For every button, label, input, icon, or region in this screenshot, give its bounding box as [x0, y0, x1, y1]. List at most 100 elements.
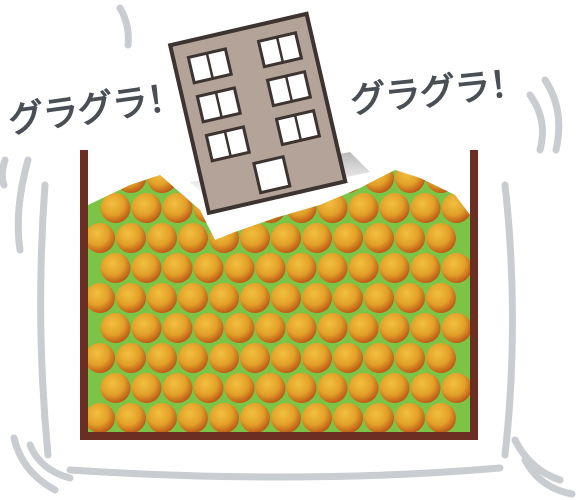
soil-particle-icon — [318, 253, 348, 283]
soil-particle-icon — [163, 373, 193, 403]
soil-particle-icon — [85, 403, 115, 433]
soil-particle-icon — [147, 283, 177, 313]
soil-particle-icon — [101, 133, 131, 163]
soil-particle-icon — [132, 253, 162, 283]
soil-particle-icon — [194, 313, 224, 343]
soil-particle-icon — [178, 223, 208, 253]
soil-particle-icon — [426, 283, 456, 313]
soil-particle-icon — [209, 223, 239, 253]
soil-particle-icon — [411, 193, 441, 223]
soil-particle-icon — [163, 133, 193, 163]
soil-particle-icon — [364, 403, 394, 433]
soil-particle-icon — [163, 313, 193, 343]
soil-particle-icon — [147, 223, 177, 253]
soil-particle-icon — [85, 283, 115, 313]
soil-particle-icon — [442, 373, 472, 403]
soil-particle-icon — [209, 403, 239, 433]
soil-particle-icon — [225, 373, 255, 403]
soil-particle-icon — [411, 133, 441, 163]
soil-particle-icon — [147, 163, 177, 193]
soil-particle-icon — [333, 283, 363, 313]
soil-particle-icon — [349, 313, 379, 343]
soil-particle-icon — [380, 133, 410, 163]
soil-particle-icon — [426, 343, 456, 373]
soil-particle-icon — [209, 343, 239, 373]
soil-particle-icon — [395, 343, 425, 373]
soil-particle-icon — [364, 283, 394, 313]
soil-particle-icon — [349, 253, 379, 283]
soil-particle-icon — [302, 343, 332, 373]
soil-particle-icon — [271, 283, 301, 313]
soil-particle-icon — [101, 253, 131, 283]
soil-particle-icon — [318, 193, 348, 223]
soil-particle-icon — [318, 373, 348, 403]
soil-particle-icon — [178, 343, 208, 373]
soil-particle-icon — [209, 283, 239, 313]
soil-particle-icon — [426, 223, 456, 253]
soil-particle-icon — [271, 403, 301, 433]
soil-particle-icon — [240, 403, 270, 433]
soil-particle-icon — [333, 223, 363, 253]
soil-particle-icon — [85, 163, 115, 193]
soil-particle-icon — [426, 403, 456, 433]
soil-particle-icon — [147, 403, 177, 433]
soil-particle-icon — [302, 403, 332, 433]
soil-particle-icon — [411, 313, 441, 343]
soil-particle-icon — [287, 193, 317, 223]
soil-particle-icon — [287, 373, 317, 403]
soil-particle-icon — [395, 283, 425, 313]
soil-particle-icon — [240, 223, 270, 253]
soil-particle-icon — [333, 343, 363, 373]
soil-particle-icon — [225, 253, 255, 283]
soil-particle-icon — [116, 163, 146, 193]
soil-particle-icon — [287, 313, 317, 343]
soil-particle-icon — [101, 313, 131, 343]
soil-particle-icon — [163, 253, 193, 283]
soil-particle-icon — [194, 373, 224, 403]
soil-particle-icon — [85, 223, 115, 253]
soil-particle-icon — [256, 253, 286, 283]
soil-particle-icon — [349, 373, 379, 403]
soil-particle-icon — [240, 343, 270, 373]
soil-particle-icon — [426, 163, 456, 193]
soil-particle-icon — [178, 403, 208, 433]
soil-particle-icon — [287, 253, 317, 283]
soil-particle-icon — [395, 163, 425, 193]
soil-particle-icon — [302, 223, 332, 253]
soil-particle-icon — [442, 133, 472, 163]
soil-particle-icon — [411, 373, 441, 403]
soil-particle-icon — [132, 313, 162, 343]
soil-particle-icon — [116, 343, 146, 373]
soil-particle-icon — [364, 163, 394, 193]
soil-particle-icon — [178, 283, 208, 313]
soil-particle-icon — [442, 253, 472, 283]
soil-particle-icon — [147, 343, 177, 373]
soil-particle-icon — [116, 223, 146, 253]
soil-particle-icon — [395, 403, 425, 433]
soil-particle-icon — [101, 193, 131, 223]
soil-particle-icon — [256, 313, 286, 343]
soil-particle-icon — [101, 373, 131, 403]
soil-particle-icon — [364, 223, 394, 253]
soil-particle-icon — [380, 193, 410, 223]
soil-particle-icon — [163, 193, 193, 223]
soil-particle-icon — [333, 403, 363, 433]
soil-particle-icon — [380, 313, 410, 343]
soil-particle-icon — [132, 193, 162, 223]
soil-particle-icon — [380, 373, 410, 403]
soil-particle-icon — [132, 373, 162, 403]
soil-particle-icon — [271, 343, 301, 373]
soil-particle-icon — [442, 313, 472, 343]
soil-particle-icon — [116, 403, 146, 433]
soil-particle-icon — [318, 313, 348, 343]
soil-particle-icon — [132, 133, 162, 163]
soil-particle-icon — [194, 253, 224, 283]
soil-particle-icon — [395, 223, 425, 253]
soil-particle-icon — [85, 343, 115, 373]
soil-particle-icon — [256, 373, 286, 403]
soil-particle-icon — [364, 343, 394, 373]
soil-particle-icon — [380, 253, 410, 283]
soil-particle-icon — [116, 283, 146, 313]
soil-particle-icon — [271, 223, 301, 253]
